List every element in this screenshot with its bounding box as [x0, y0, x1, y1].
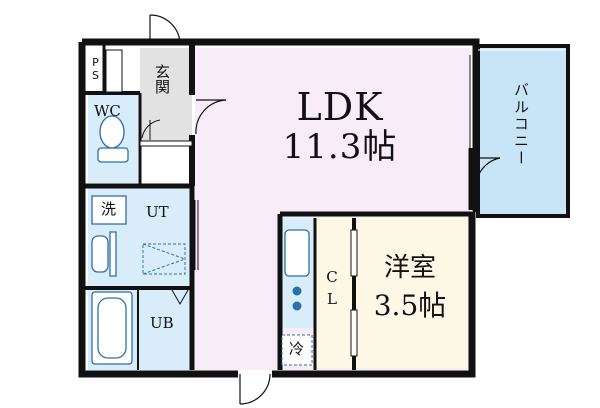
western-room-size: 3.5帖 — [373, 289, 447, 322]
closet-label: CL — [323, 268, 341, 312]
ps-label: PS — [89, 56, 102, 82]
kitchen-sink — [284, 229, 310, 277]
entrance-cabinet — [139, 140, 193, 147]
front-door — [149, 14, 181, 43]
ldk-lower-floor — [195, 210, 280, 370]
shoe-box — [105, 49, 123, 93]
fridge-spot — [281, 334, 313, 366]
balcony-window — [469, 55, 475, 148]
utility-door — [194, 200, 199, 270]
utility-storage — [142, 243, 186, 275]
wash-basin — [91, 231, 117, 277]
bathtub — [91, 291, 133, 365]
balcony-label: バルコニー — [512, 82, 530, 167]
ldk-size: 11.3帖 — [282, 127, 398, 167]
ldk-door — [195, 99, 227, 135]
utility-label: UT — [146, 203, 169, 221]
balcony-door — [475, 157, 501, 189]
wc-door — [141, 119, 161, 139]
entrance-label: 玄関 — [153, 64, 171, 94]
western-room-floor — [355, 218, 467, 368]
balcony-outline — [476, 44, 570, 218]
toilet — [97, 115, 129, 163]
bath-label: UB — [150, 314, 174, 332]
ps-area — [88, 48, 103, 93]
balcony-floor — [478, 48, 568, 216]
closet-doors — [350, 229, 358, 357]
washer-spot — [91, 195, 127, 225]
wc-label: WC — [94, 102, 121, 120]
bottom-door — [239, 373, 271, 405]
bath-door — [171, 289, 189, 306]
stove — [292, 286, 302, 311]
entrance-step — [140, 141, 192, 186]
fridge-label: 冷 — [289, 340, 305, 358]
closet-floor — [316, 218, 354, 368]
western-room-name: 洋室 — [383, 253, 436, 283]
washer-label: 洗 — [101, 200, 117, 218]
ldk-name: LDK — [296, 85, 384, 129]
